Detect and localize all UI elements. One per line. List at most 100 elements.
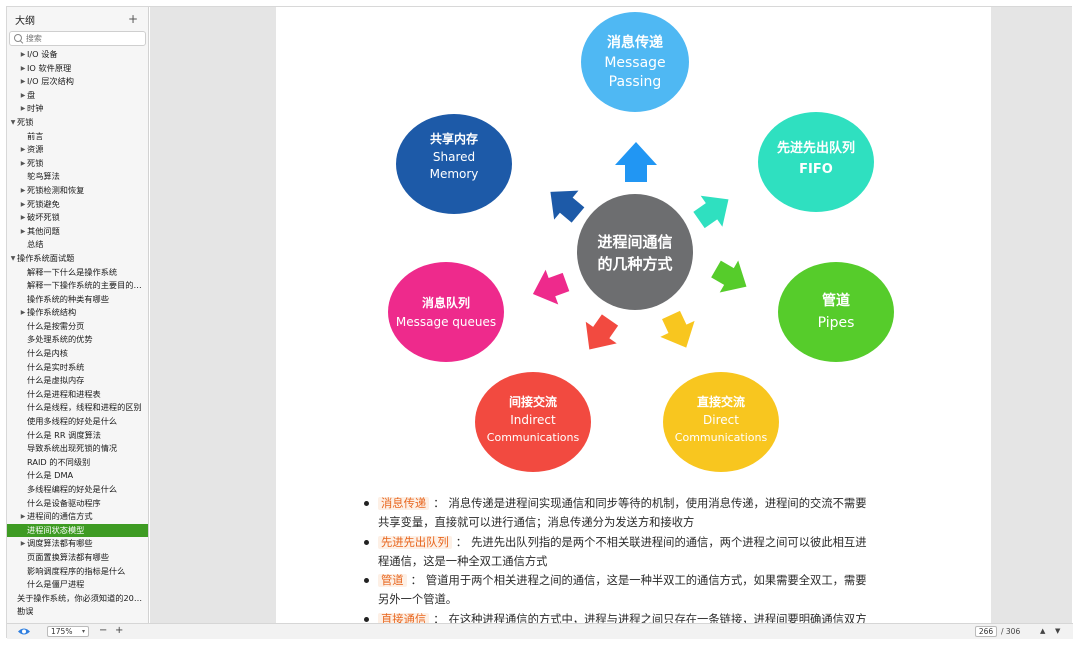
bullet-term: 先进先出队列: [378, 535, 452, 549]
outline-item[interactable]: ▶IO 软件原理: [7, 62, 148, 76]
bullet-item: 直接通信：在这种进程通信的方式中，进程与进程之间只存在一条链接，进程间要明确通信…: [364, 610, 919, 623]
outline-item[interactable]: ▶进程间的通信方式: [7, 510, 148, 524]
disclosure-closed-icon[interactable]: ▶: [20, 51, 26, 58]
outline-item[interactable]: ▶盘: [7, 89, 148, 103]
arrow-downright-icon: [653, 307, 704, 356]
ipc-bullet-list: 消息传递：消息传递是进程间实现通信和同步等待的机制，使用消息传递，进程间的交流不…: [364, 494, 919, 623]
outline-item[interactable]: 什么是线程，线程和进程的区别: [7, 401, 148, 415]
arrow-upleft-icon: [538, 177, 591, 230]
outline-item-label: 鸵鸟算法: [27, 171, 60, 182]
outline-item[interactable]: ▶操作系统结构: [7, 306, 148, 320]
disclosure-closed-icon[interactable]: ▶: [20, 64, 26, 72]
outline-item[interactable]: 解释一下什么是操作系统: [7, 266, 148, 280]
node-fifo-shape: [758, 112, 874, 212]
outline-item[interactable]: 关于操作系统，你必须知道的20个问题: [7, 592, 148, 606]
outline-item-label: 什么是实时系统: [27, 361, 85, 372]
outline-item[interactable]: ▼死锁: [7, 116, 148, 130]
outline-search-box[interactable]: [9, 31, 146, 46]
node-direct-communications: 直接交流 Direct Communications: [663, 372, 779, 472]
disclosure-closed-icon[interactable]: ▶: [20, 159, 26, 167]
disclosure-closed-icon[interactable]: ▶: [20, 91, 26, 99]
outline-item[interactable]: ▼操作系统面试题: [7, 252, 148, 266]
outline-item[interactable]: ▶I/O 层次结构: [7, 75, 148, 89]
disclosure-open-icon[interactable]: ▼: [10, 118, 16, 126]
document-viewport[interactable]: 进程间通信 的几种方式 消息传递 Message Passing 共享内存 Sh…: [150, 7, 1072, 623]
status-bar: 175% ▾ − + 266 / 306 ▲ ▼: [7, 623, 1073, 639]
disclosure-closed-icon[interactable]: ▶: [20, 78, 26, 86]
outline-item-label: 操作系统面试题: [17, 252, 75, 263]
outline-item[interactable]: ▶破坏死锁: [7, 211, 148, 225]
bullet-separator: ：: [433, 497, 445, 510]
zoom-value: 175%: [51, 627, 73, 636]
outline-item[interactable]: 解释一下操作系统的主要目的是什么: [7, 279, 148, 293]
disclosure-closed-icon[interactable]: ▶: [20, 186, 26, 194]
outline-item[interactable]: ▶死锁检测和恢复: [7, 184, 148, 198]
disclosure-closed-icon[interactable]: ▶: [20, 540, 26, 548]
outline-item[interactable]: 什么是进程和进程表: [7, 388, 148, 402]
outline-item[interactable]: ▶时钟: [7, 102, 148, 116]
outline-item[interactable]: 勘误: [7, 605, 148, 619]
next-page-button[interactable]: ▼: [1055, 627, 1061, 635]
outline-item-label: 死锁避免: [27, 198, 60, 209]
eye-icon[interactable]: [17, 627, 31, 636]
outline-item-label: 什么是进程和进程表: [27, 388, 101, 399]
outline-item[interactable]: 导致系统出现死锁的情况: [7, 442, 148, 456]
outline-item[interactable]: 多处理系统的优势: [7, 333, 148, 347]
node-direct-line2: Direct: [703, 413, 739, 427]
outline-item[interactable]: 操作系统的种类有哪些: [7, 293, 148, 307]
outline-item[interactable]: 多线程编程的好处是什么: [7, 483, 148, 497]
node-indirect-shape: [475, 372, 591, 472]
outline-item[interactable]: 什么是 RR 调度算法: [7, 429, 148, 443]
outline-item-label: 进程间的通信方式: [27, 511, 93, 522]
outline-item-label: 什么是按需分页: [27, 320, 85, 331]
outline-item[interactable]: 页面置换算法都有哪些: [7, 551, 148, 565]
bullet-term: 直接通信: [378, 612, 430, 623]
outline-item[interactable]: 使用多线程的好处是什么: [7, 415, 148, 429]
disclosure-closed-icon[interactable]: ▶: [20, 227, 26, 235]
zoom-in-button[interactable]: +: [115, 625, 124, 636]
disclosure-closed-icon[interactable]: ▶: [20, 200, 26, 208]
disclosure-closed-icon[interactable]: ▶: [20, 146, 26, 154]
outline-item[interactable]: 什么是 DMA: [7, 469, 148, 483]
outline-item[interactable]: 什么是实时系统: [7, 361, 148, 375]
outline-item[interactable]: RAID 的不同级别: [7, 456, 148, 470]
outline-item[interactable]: 什么是按需分页: [7, 320, 148, 334]
zoom-out-button[interactable]: −: [99, 625, 108, 636]
outline-item[interactable]: 什么是僵尸进程: [7, 578, 148, 592]
zoom-select[interactable]: 175% ▾: [47, 626, 89, 637]
outline-item[interactable]: 总结: [7, 238, 148, 252]
outline-item[interactable]: ▶I/O 设备: [7, 48, 148, 62]
arrow-left-shape: [526, 264, 573, 312]
outline-item-label: 什么是 DMA: [27, 470, 74, 481]
outline-item-label: 什么是 RR 调度算法: [27, 429, 101, 440]
outline-item-label: I/O 设备: [27, 49, 58, 59]
disclosure-closed-icon[interactable]: ▶: [20, 105, 26, 113]
disclosure-closed-icon[interactable]: ▶: [20, 309, 26, 317]
outline-item[interactable]: ▶其他问题: [7, 225, 148, 239]
outline-item-label: 什么是线程，线程和进程的区别: [27, 402, 142, 413]
outline-item[interactable]: 前言: [7, 130, 148, 144]
outline-item-label: 前言: [27, 130, 44, 141]
outline-item[interactable]: 什么是设备驱动程序: [7, 497, 148, 511]
outline-item[interactable]: ▶死锁: [7, 157, 148, 171]
disclosure-closed-icon[interactable]: ▶: [20, 513, 26, 521]
bullet-text: 先进先出队列指的是两个不相关联进程间的通信，两个进程之间可以彼此相互进: [471, 535, 867, 549]
previous-page-button[interactable]: ▲: [1040, 627, 1046, 635]
page-number-input[interactable]: 266: [975, 626, 997, 637]
disclosure-open-icon[interactable]: ▼: [10, 254, 16, 262]
outline-item[interactable]: ▶资源: [7, 143, 148, 157]
add-outline-button[interactable]: +: [127, 12, 138, 26]
disclosure-closed-icon[interactable]: ▶: [20, 214, 26, 222]
outline-item[interactable]: 进程间状态模型: [7, 523, 148, 538]
search-icon: [13, 33, 24, 44]
outline-item[interactable]: 什么是内核: [7, 347, 148, 361]
outline-item[interactable]: 影响调度程序的指标是什么: [7, 565, 148, 579]
outline-search-input[interactable]: [25, 34, 145, 43]
outline-item-label: 其他问题: [27, 225, 60, 236]
eye-icon-pupil: [22, 629, 26, 634]
outline-item[interactable]: 鸵鸟算法: [7, 170, 148, 184]
outline-item[interactable]: ▶调度算法都有哪些: [7, 537, 148, 551]
outline-item[interactable]: 什么是虚拟内存: [7, 374, 148, 388]
node-fifo: 先进先出队列 FIFO: [758, 112, 874, 212]
outline-item[interactable]: ▶死锁避免: [7, 198, 148, 212]
